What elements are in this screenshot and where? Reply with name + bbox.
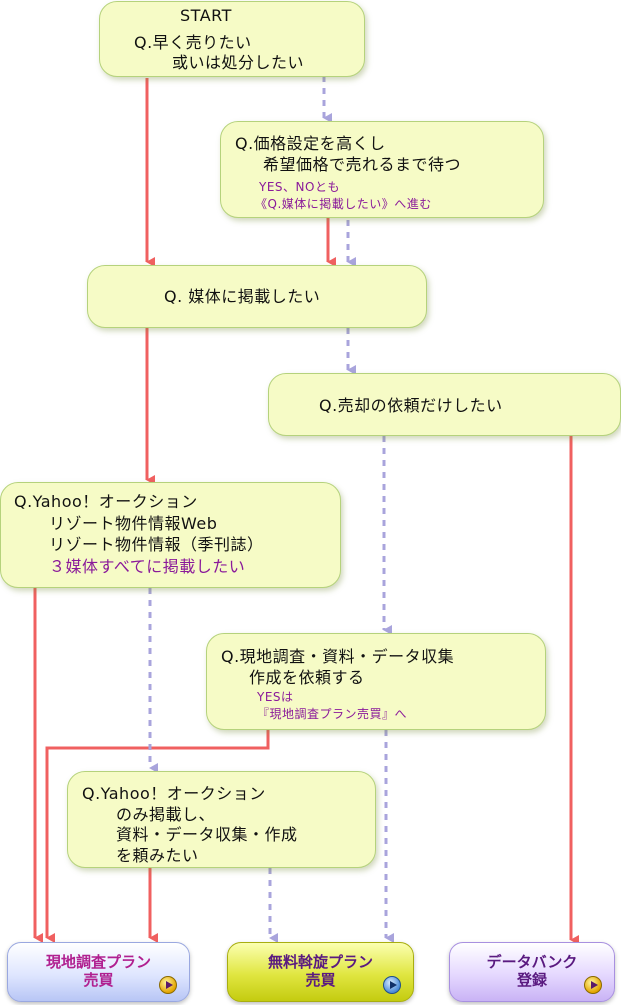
- note-text: YES、NOとも: [259, 180, 340, 194]
- free-brokerage-plan-button[interactable]: 無料斡旋プラン 売買: [227, 942, 414, 1002]
- question-text: Q.価格設定を高くし: [235, 134, 386, 153]
- play-button-icon: [383, 976, 401, 994]
- question-box-q3: Q. 媒体に掲載したい: [87, 265, 427, 328]
- question-box-q4: Q.売却の依頼だけしたい: [268, 373, 621, 436]
- question-text: 希望価格で売れるまで待つ: [263, 155, 462, 174]
- button-label: データバンク: [486, 953, 578, 971]
- accent-text: ３媒体すべてに掲載したい: [49, 557, 246, 576]
- question-text: 或いは処分したい: [172, 53, 305, 72]
- question-text: Q.Yahoo！オークション: [82, 784, 266, 803]
- question-text: のみ掲載し、: [116, 805, 216, 824]
- question-text: 作成を依頼する: [249, 668, 365, 687]
- note-text: 《Q.媒体に掲載したい》へ進む: [255, 197, 432, 211]
- question-text: Q.現地調査・資料・データ収集: [221, 647, 455, 666]
- survey-plan-button[interactable]: 現地調査プラン 売買: [7, 942, 190, 1002]
- question-box-q5: Q.Yahoo！オークション リゾート物件情報Web リゾート物件情報（季刊誌）…: [0, 482, 341, 588]
- play-button-icon: [159, 976, 177, 994]
- button-label: 登録: [516, 971, 547, 989]
- button-label: 売買: [83, 971, 114, 989]
- button-label: 売買: [305, 971, 336, 989]
- note-text: 『現地調査プラン売買』へ: [257, 707, 408, 721]
- question-box-q6: Q.現地調査・資料・データ収集 作成を依頼する YESは 『現地調査プラン売買』…: [206, 633, 546, 730]
- play-button-icon: [584, 976, 602, 994]
- button-label: 無料斡旋プラン: [267, 953, 373, 971]
- start-label: START: [180, 6, 232, 25]
- question-text: Q. 媒体に掲載したい: [164, 287, 321, 306]
- question-box-q2: Q.価格設定を高くし 希望価格で売れるまで待つ YES、NOとも 《Q.媒体に掲…: [220, 121, 544, 218]
- question-text: リゾート物件情報（季刊誌）: [49, 535, 264, 554]
- question-text: Q.売却の依頼だけしたい: [319, 396, 503, 415]
- question-text: 資料・データ収集・作成: [116, 825, 298, 844]
- question-text: Q.早く売りたい: [134, 33, 252, 52]
- button-label: 現地調査プラン: [45, 953, 151, 971]
- question-box-q7: Q.Yahoo！オークション のみ掲載し、 資料・データ収集・作成 を頼みたい: [67, 771, 376, 868]
- note-text: YESは: [257, 690, 294, 704]
- question-text: リゾート物件情報Web: [49, 514, 218, 533]
- question-box-q1: START Q.早く売りたい 或いは処分したい: [99, 1, 365, 77]
- question-text: Q.Yahoo！オークション: [14, 492, 198, 511]
- data-bank-button[interactable]: データバンク 登録: [449, 942, 615, 1002]
- question-text: を頼みたい: [116, 846, 199, 865]
